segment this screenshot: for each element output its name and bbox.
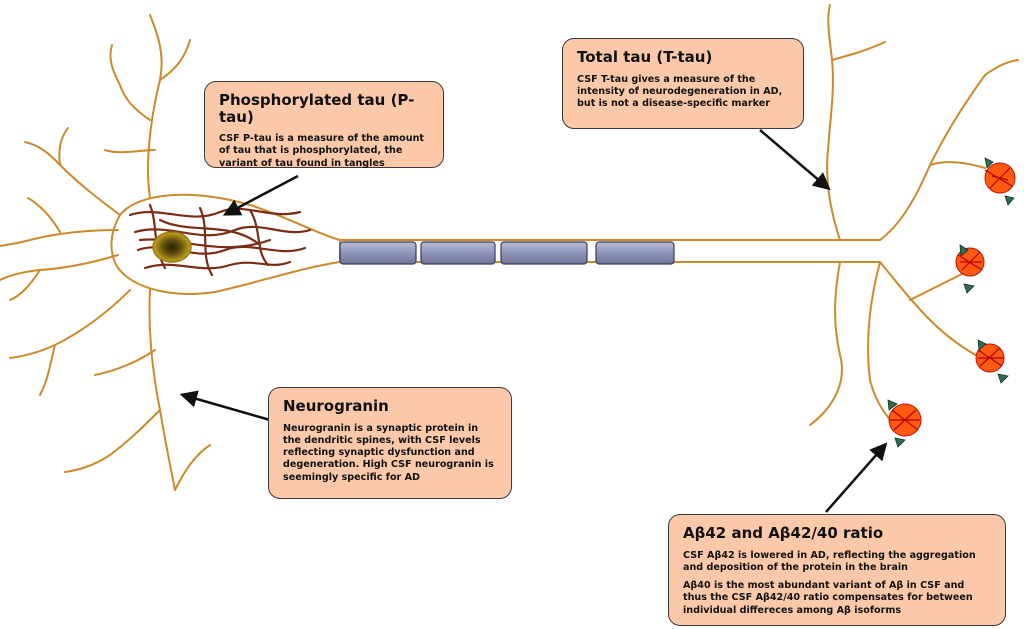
callout-abeta-body-1: CSF Aβ42 is lowered in AD, reflecting th… (683, 549, 976, 573)
callout-ttau-body: CSF T-tau gives a measure of the intensi… (577, 73, 783, 110)
myelin-segment (595, 241, 675, 265)
callout-neurogranin-title: Neurogranin (283, 397, 389, 415)
callout-neurogranin: Neurogranin Neurogranin is a synaptic pr… (268, 387, 512, 499)
neuron-outline (0, 4, 1019, 491)
callout-ptau-title: Phosphorylated tau (P-tau) (219, 91, 415, 126)
myelin-segment (500, 241, 588, 265)
callout-ptau-body: CSF P-tau is a measure of the amount of … (219, 133, 425, 169)
myelin-sheaths (339, 241, 675, 265)
plaque-markers (887, 157, 1015, 448)
arrow-ptau (222, 174, 299, 216)
callout-abeta-title: Aβ42 and Aβ42/40 ratio (683, 524, 884, 542)
amyloid-plaque-fibrils (890, 167, 1013, 431)
neurofibrillary-tangle-icon (128, 203, 312, 277)
arrows (179, 129, 888, 513)
callout-neurogranin-body: Neurogranin is a synaptic protein in the… (283, 422, 494, 483)
arrow-abeta (825, 442, 888, 513)
amyloid-plaque-icon (888, 162, 1016, 437)
arrow-ttau (759, 129, 831, 191)
myelin-segment (339, 241, 417, 265)
myelin-segment (420, 241, 496, 265)
callout-abeta: Aβ42 and Aβ42/40 ratio CSF Aβ42 is lower… (668, 514, 1006, 626)
callout-ttau-title: Total tau (T-tau) (577, 48, 713, 66)
callout-ptau: Phosphorylated tau (P-tau) CSF P-tau is … (204, 81, 444, 169)
nucleus (152, 231, 192, 263)
callout-ttau: Total tau (T-tau) CSF T-tau gives a meas… (562, 38, 804, 129)
callout-abeta-body-2: Aβ40 is the most abundant variant of Aβ … (683, 580, 973, 616)
arrow-neurogranin (179, 390, 271, 422)
